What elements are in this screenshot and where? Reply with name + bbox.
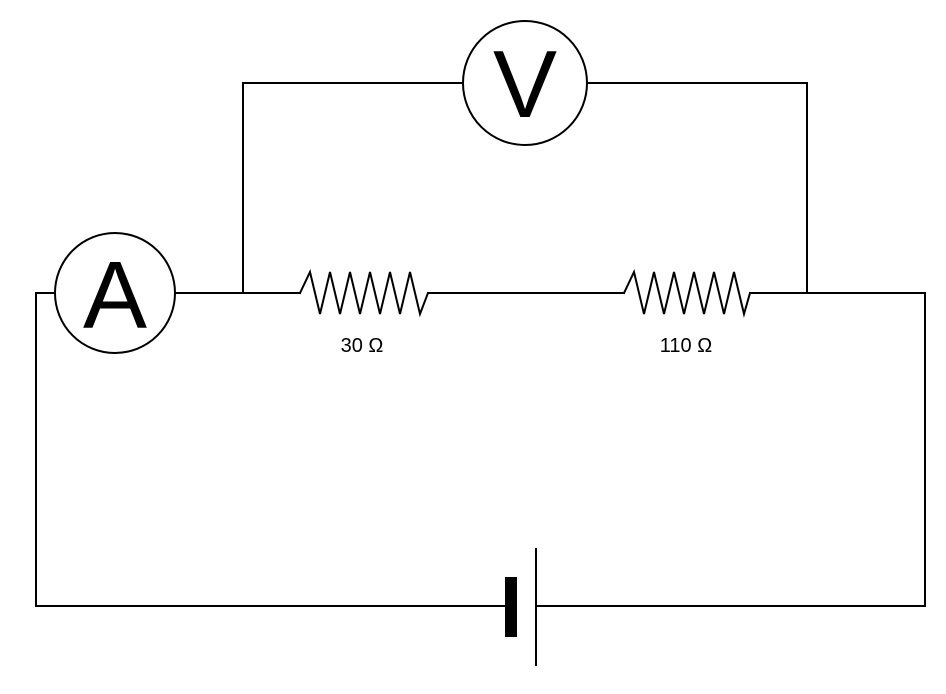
ammeter: A: [54, 232, 176, 354]
voltmeter-symbol: V: [493, 31, 557, 138]
ammeter-symbol: A: [83, 242, 147, 349]
wire-voltmeter-left: [242, 82, 464, 294]
resistor-label: 30 Ω: [341, 335, 384, 357]
wire-bottom-right: [535, 292, 926, 607]
battery-negative-plate: [505, 577, 517, 637]
resistor-zigzag: [622, 269, 752, 318]
resistor-label: 110 Ω: [660, 335, 712, 357]
resistor-30-ohm: 30 Ω: [298, 269, 430, 357]
circuit-wires: [35, 82, 926, 607]
resistor-110-ohm: 110 Ω: [622, 269, 752, 357]
voltmeter: V: [462, 20, 588, 146]
wire-bottom-left: [35, 292, 512, 607]
resistor-zigzag: [298, 269, 430, 318]
ammeter-ring: [54, 232, 176, 354]
battery-cell: [505, 548, 537, 666]
voltmeter-ring: [462, 20, 588, 146]
wire-voltmeter-right: [586, 82, 808, 294]
